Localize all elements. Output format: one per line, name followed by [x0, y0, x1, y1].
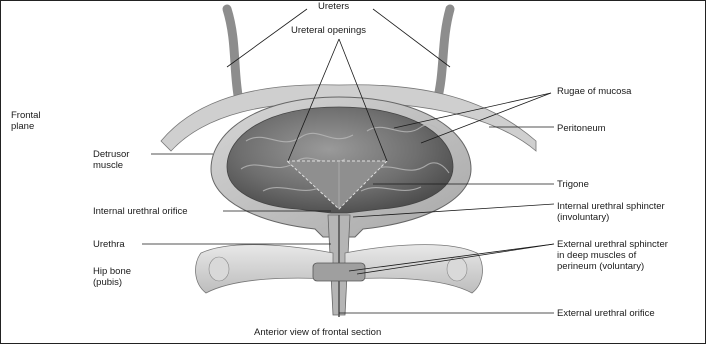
label-external-urethral-orifice: External urethral orifice [557, 308, 655, 319]
label-peritoneum: Peritoneum [557, 123, 606, 134]
left-ureter [227, 9, 239, 101]
label-detrusor-muscle: Detrusor muscle [93, 149, 129, 171]
label-trigone: Trigone [557, 179, 589, 190]
label-frontal-plane: Frontal plane [11, 110, 41, 132]
figure-caption: Anterior view of frontal section [254, 327, 381, 338]
label-urethra: Urethra [93, 239, 125, 250]
left-bone-marrow [209, 257, 229, 281]
external-sphincter-band [313, 263, 365, 281]
label-ureters: Ureters [318, 1, 349, 12]
right-bone-marrow [447, 257, 467, 281]
label-ureteral-openings: Ureteral openings [291, 25, 366, 36]
label-internal-urethral-sphincter: Internal urethral sphincter (involuntary… [557, 201, 665, 223]
label-external-urethral-sphincter: External urethral sphincter in deep musc… [557, 239, 668, 272]
right-ureter [437, 9, 450, 101]
label-internal-urethral-orifice: Internal urethral orifice [93, 206, 188, 217]
label-hip-bone: Hip bone (pubis) [93, 266, 131, 288]
label-rugae-of-mucosa: Rugae of mucosa [557, 86, 631, 97]
